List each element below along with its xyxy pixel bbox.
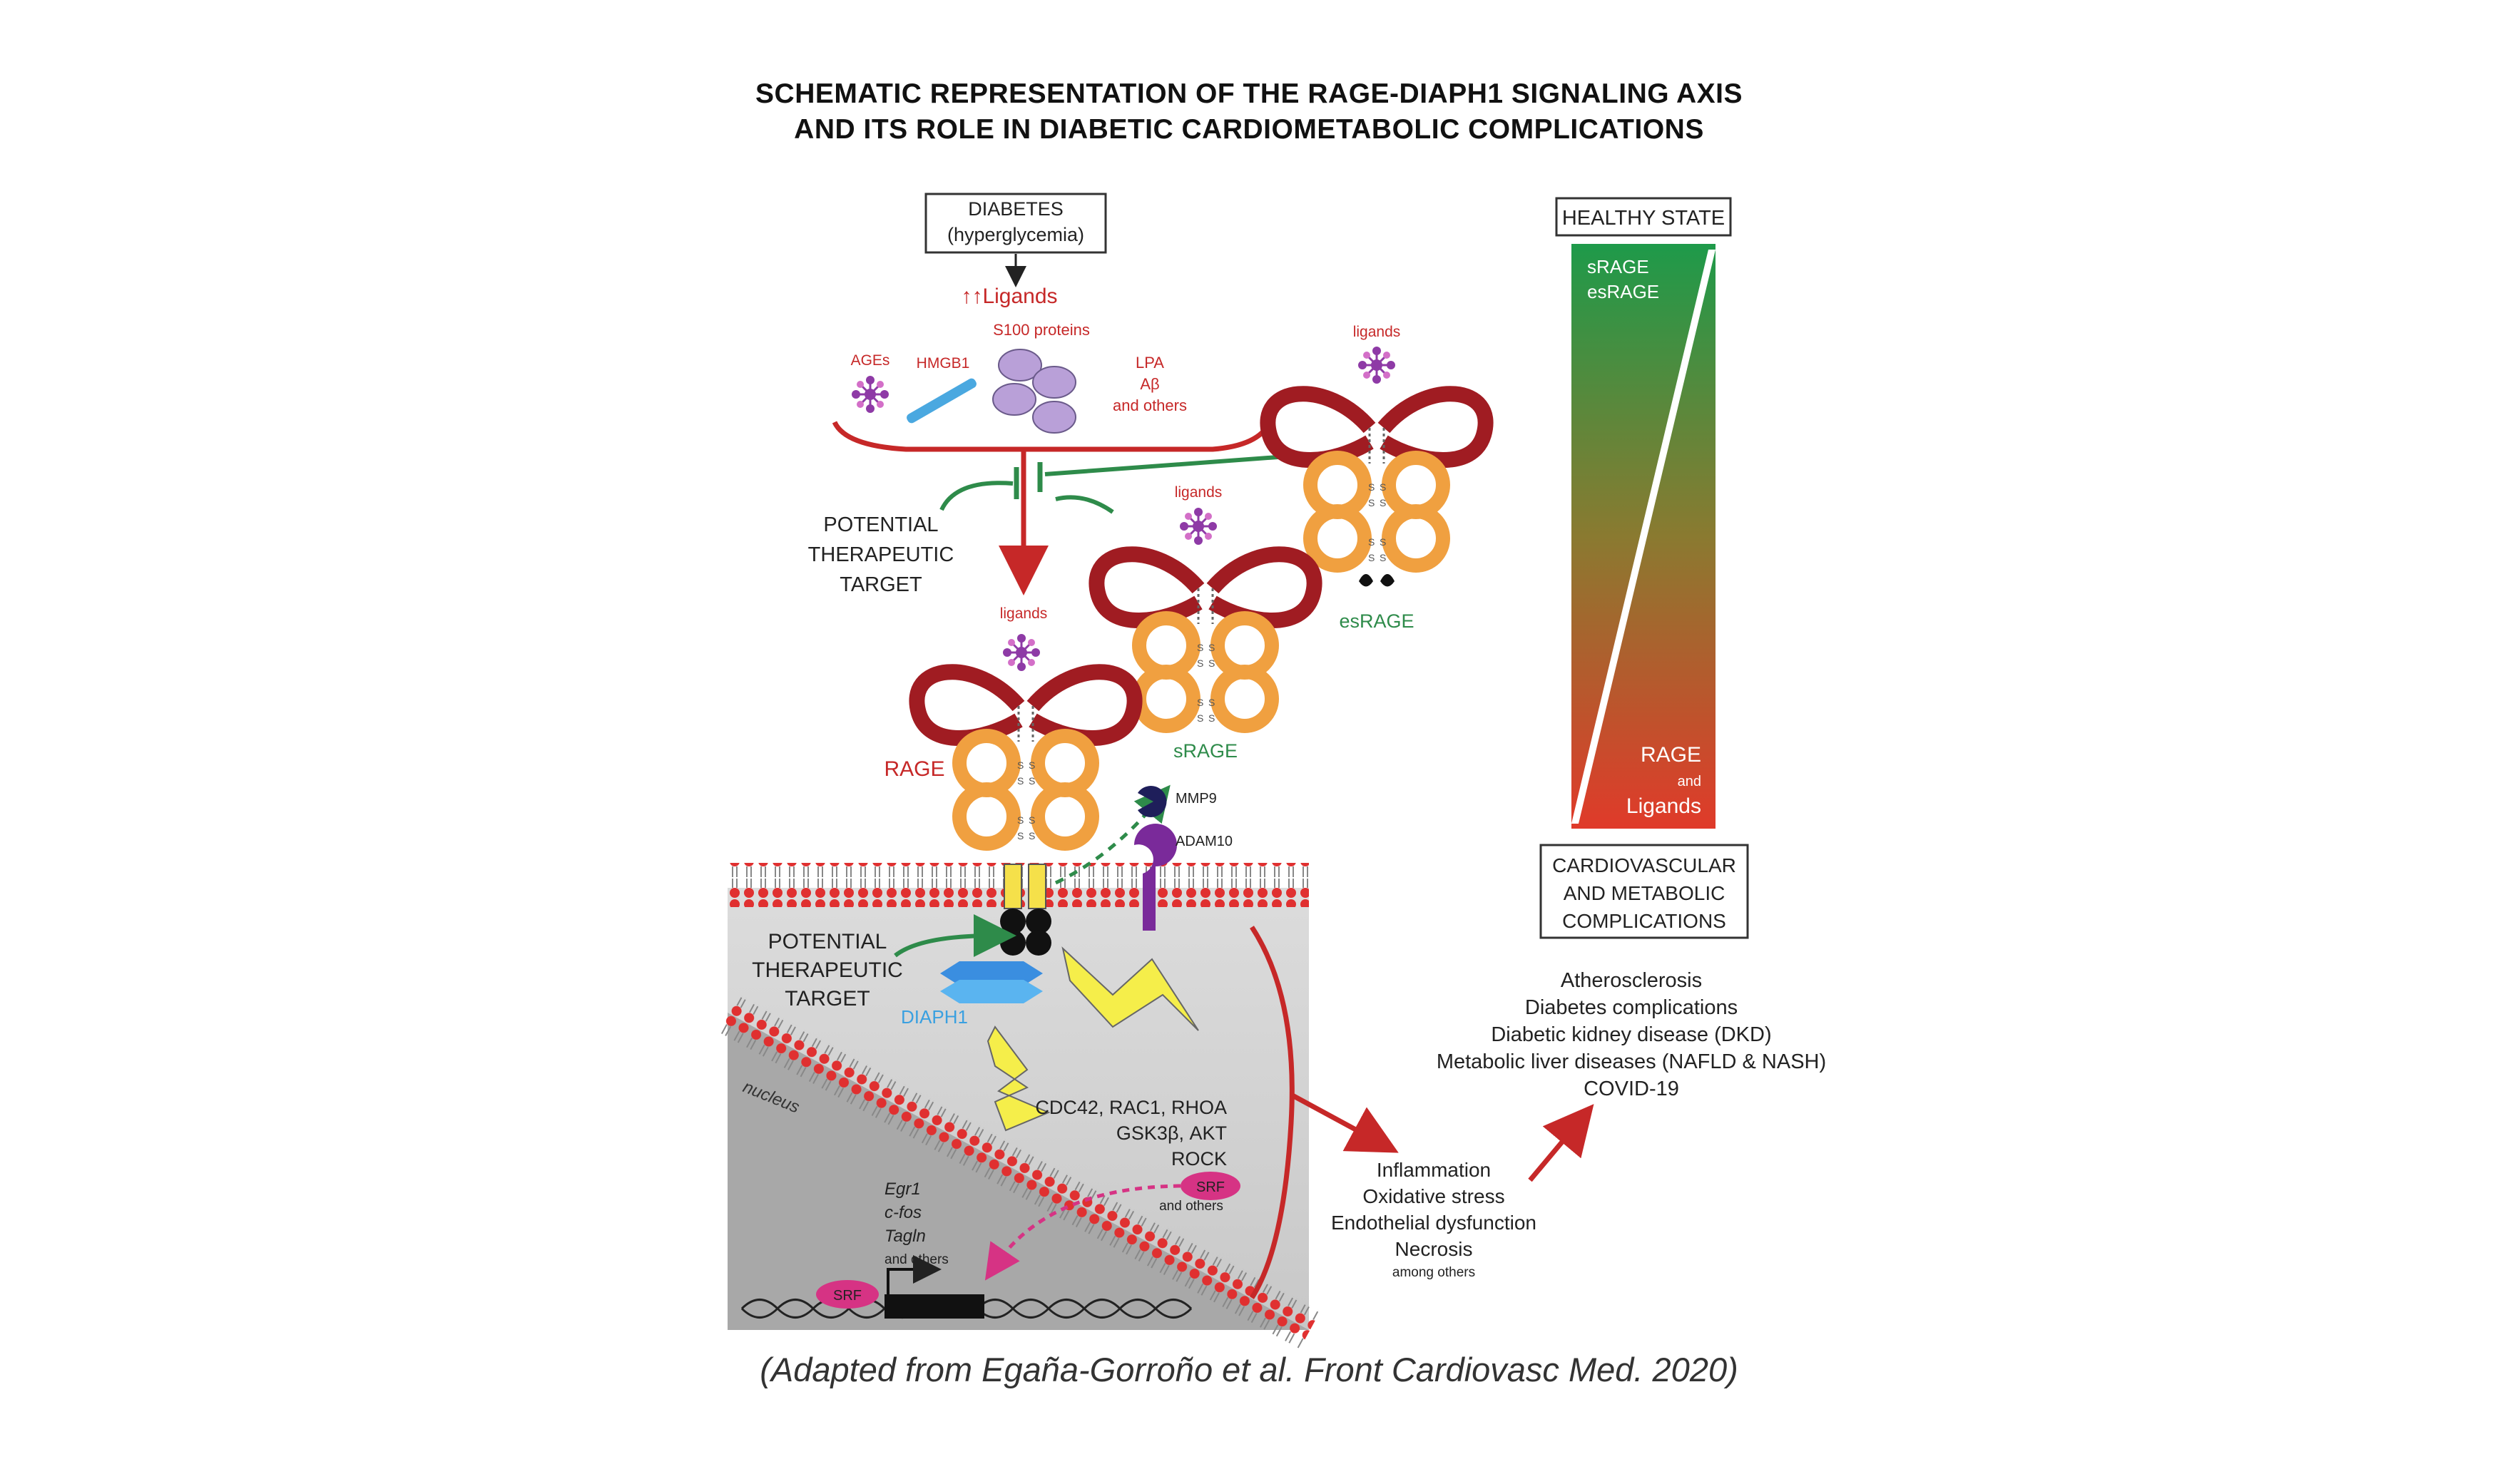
figure-title-line-1: SCHEMATIC REPRESENTATION OF THE RAGE-DIA… <box>755 78 1743 109</box>
adam10-label: ADAM10 <box>1176 834 1233 849</box>
gene-tagln: Tagln <box>885 1227 926 1246</box>
esrage-ligand-icon <box>1357 345 1397 385</box>
gradient-srage-label: sRAGE <box>1587 256 1649 277</box>
hyperglycemia-label: (hyperglycemia) <box>947 224 1084 245</box>
hmgb1-icon <box>907 378 977 424</box>
therapeutic-target-bottom-line2: THERAPEUTIC <box>752 958 903 982</box>
signal-bolt-1 <box>1061 946 1199 1031</box>
ages-icon <box>850 374 890 414</box>
srf-nucleus-label: SRF <box>833 1288 862 1304</box>
s100-proteins-icon <box>992 349 1076 434</box>
esrage-ligands-label: ligands <box>1353 324 1401 340</box>
gene-block <box>885 1294 984 1319</box>
outcome-inflammation: Inflammation <box>1377 1159 1491 1181</box>
therapeutic-target-top-line <box>939 481 1014 511</box>
srf-translocation-arrow <box>984 1184 1181 1281</box>
gene-cfos: c-fos <box>885 1203 922 1222</box>
gradient-esrage-label: esRAGE <box>1587 281 1659 302</box>
srf-nucleus-icon <box>816 1280 879 1309</box>
complication-dkd: Diabetic kidney disease (DKD) <box>1491 1023 1771 1046</box>
diaph1-icon <box>940 961 1043 1003</box>
therapeutic-target-top-line1: POTENTIAL <box>823 513 938 536</box>
complications-box-line3: COMPLICATIONS <box>1562 910 1726 932</box>
diabetes-box <box>924 193 1107 254</box>
complication-atherosclerosis: Atherosclerosis <box>1561 969 1702 992</box>
adam10-icon <box>1134 824 1177 931</box>
ligands-header: ↑↑Ligands <box>961 285 1057 308</box>
rage-label: RAGE <box>884 757 944 781</box>
mmp9-icon <box>1138 786 1167 817</box>
therapeutic-target-top-line3: TARGET <box>840 573 922 596</box>
esrage-receptor <box>1268 394 1485 566</box>
srf-cytoplasm-label: SRF <box>1196 1179 1225 1195</box>
therapeutic-target-bottom-arrow <box>894 914 1016 958</box>
ages-label: AGEs <box>851 352 890 369</box>
srf-cytoplasm-icon <box>1181 1172 1240 1200</box>
therapeutic-target-bottom-line1: POTENTIAL <box>768 930 887 953</box>
outcome-bracket <box>1250 926 1295 1299</box>
complications-arrow <box>1528 1104 1594 1182</box>
srf-others-label: and others <box>1159 1199 1223 1214</box>
rage-ligands-label: ligands <box>1000 605 1048 622</box>
mmp9-label: MMP9 <box>1176 791 1217 807</box>
srage-label: sRAGE <box>1173 740 1238 762</box>
nuclear-membrane <box>717 993 1320 1349</box>
complication-liver: Metabolic liver diseases (NAFLD & NASH) <box>1437 1050 1826 1073</box>
complications-box-line1: CARDIOVASCULAR <box>1552 854 1736 876</box>
complications-box <box>1539 844 1749 939</box>
s100-label: S100 proteins <box>993 321 1090 339</box>
gene-egr1: Egr1 <box>885 1179 921 1199</box>
rage-receptor <box>917 672 1134 844</box>
figure-title-line-2: AND ITS ROLE IN DIABETIC CARDIOMETABOLIC… <box>794 114 1704 145</box>
signaling-molecules-line1: CDC42, RAC1, RHOA <box>1035 1097 1227 1118</box>
esrage-tail-icon <box>1359 574 1395 587</box>
outcome-necrosis: Necrosis <box>1395 1238 1473 1260</box>
complications-box-line2: AND METABOLIC <box>1564 882 1725 904</box>
rage-ligand-icon <box>1001 633 1041 672</box>
diabetes-label: DIABETES <box>968 198 1064 220</box>
outcomes-arrow <box>1290 1092 1399 1153</box>
outcome-oxidative-stress: Oxidative stress <box>1362 1185 1504 1207</box>
signal-bolt-2 <box>987 1025 1051 1132</box>
srage-inhibition-line <box>1055 495 1114 514</box>
complication-diabetes: Diabetes complications <box>1525 996 1738 1019</box>
healthy-state-label: HEALTHY STATE <box>1562 207 1725 230</box>
srage-ligand-icon <box>1178 506 1218 546</box>
gradient-rage-label: RAGE <box>1641 743 1701 767</box>
figure-caption: (Adapted from Egaña-Gorroño et al. Front… <box>760 1351 1738 1388</box>
srage-ligands-label: ligands <box>1175 484 1223 501</box>
ligands-brace <box>832 421 1273 452</box>
lpa-label: LPA <box>1136 354 1164 372</box>
esrage-inhibition-line <box>1044 454 1288 476</box>
genes-others-label: and others <box>885 1252 949 1267</box>
gradient-ligands-label: Ligands <box>1626 794 1701 818</box>
outcome-endothelial-dysfunction: Endothelial dysfunction <box>1331 1212 1536 1234</box>
complication-covid19: COVID-19 <box>1584 1078 1679 1100</box>
rage-transmembrane-left <box>1004 864 1022 909</box>
outcomes-others-label: among others <box>1392 1265 1475 1280</box>
signaling-molecules-line3: ROCK <box>1171 1148 1227 1170</box>
transcription-start-arrow <box>887 1255 942 1294</box>
diaph1-label: DIAPH1 <box>901 1006 968 1028</box>
gradient-and-label: and <box>1678 774 1701 789</box>
therapeutic-target-bottom-line3: TARGET <box>785 987 870 1010</box>
abeta-label: Aβ <box>1140 375 1159 393</box>
esrage-label: esRAGE <box>1339 610 1414 632</box>
therapeutic-target-top-line2: THERAPEUTIC <box>808 543 954 566</box>
other-ligands-label: and others <box>1113 396 1187 414</box>
balance-diagonal <box>1571 250 1716 824</box>
hmgb1-label: HMGB1 <box>917 355 970 372</box>
healthy-state-box <box>1555 197 1732 237</box>
rage-transmembrane-right <box>1028 864 1046 909</box>
signaling-molecules-line2: GSK3β, AKT <box>1116 1122 1227 1144</box>
